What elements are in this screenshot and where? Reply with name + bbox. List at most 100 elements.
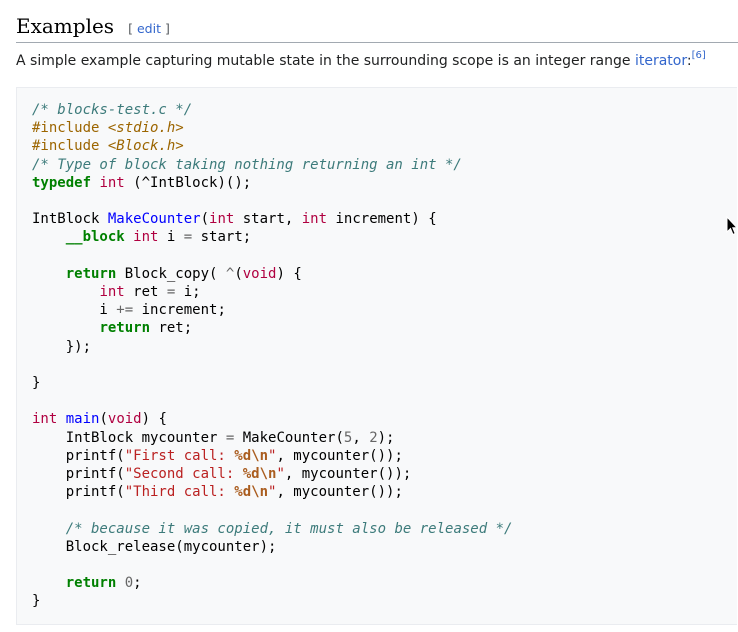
code-preprocessor: #include [32,120,108,137]
code-include-file: <stdio.h> [107,120,184,137]
code-text [57,411,65,427]
code-text: , mycounter()); [276,484,403,501]
code-type: int [133,229,159,246]
code-operator: = [183,229,193,246]
code-text: } [32,375,41,392]
code-text: ; [133,575,142,592]
code-line: #include <Block.h> [32,138,184,154]
code-listing: /* blocks-test.c */ #include <stdio.h> #… [32,101,512,611]
code-line: i += increment; [32,302,225,319]
code-text: (^IntBlock)(); [124,174,252,191]
code-type: void [242,265,277,282]
code-line: int main(void) { [32,411,167,427]
code-comment: /* because it was copied, it must also b… [65,520,513,537]
edit-link[interactable]: edit [136,21,161,36]
code-text [32,266,66,282]
code-line: printf("First call: %d\n", mycounter()); [32,448,403,464]
code-comment: /* blocks-test.c */ [32,102,193,118]
code-keyword: return [99,320,151,337]
intro-colon: : [686,53,692,69]
code-string: "First call: [124,447,235,464]
code-type: void [107,411,142,428]
code-operator: = [225,429,235,446]
code-type: int [99,284,125,301]
code-text: } [32,593,41,610]
code-keyword: return [65,265,117,282]
code-text: ( [200,211,210,228]
code-string: " [276,466,285,483]
code-include-file: <Block.h> [107,138,184,155]
intro-paragraph: A simple example capturing mutable state… [16,50,738,70]
code-operator: ^ [225,265,235,282]
citation: [6] [692,50,706,61]
code-text: i [32,302,117,319]
code-text [116,575,124,591]
code-operator: = [166,284,176,301]
code-line: /* Type of block taking nothing returnin… [32,157,462,173]
code-number: 5 [343,429,353,446]
code-text: Block_release(mycounter); [32,538,277,555]
code-text: i; [175,284,201,301]
code-function-name: main [65,411,100,428]
code-keyword: __block [65,229,125,246]
code-line: /* because it was copied, it must also b… [32,520,513,537]
code-text [32,320,99,336]
code-text [125,229,133,245]
code-text: printf( [32,447,125,464]
code-line: printf("Second call: %d\n", mycounter())… [32,466,412,483]
code-block: /* blocks-test.c */ #include <stdio.h> #… [16,87,737,625]
code-type: int [32,411,58,428]
iterator-link[interactable]: iterator [634,53,687,69]
code-text: ) { [141,411,167,428]
code-text: printf( [32,466,125,483]
section-heading: Examples [edit] [16,12,738,43]
code-escape: %d\n [234,447,269,464]
citation-link[interactable]: [6] [691,50,706,61]
code-text: ( [99,411,108,428]
edit-bracket-open: [ [128,21,133,36]
code-string: " [268,484,277,501]
code-line: __block int i = start; [32,229,252,246]
code-line: /* blocks-test.c */ [32,102,192,118]
code-text: i [158,229,184,246]
code-string: "Third call: [124,484,235,501]
code-line: int ret = i; [32,284,201,301]
code-text: ); [377,429,395,446]
code-keyword: return [65,575,117,592]
code-type: int [301,211,328,228]
code-text: ret; [150,320,193,337]
code-text [32,229,66,245]
code-text: ( [234,265,243,282]
code-line: }); [32,339,91,355]
code-line: return ret; [32,320,192,336]
section-title: Examples [16,14,115,38]
code-text: IntBlock mycounter [32,429,226,446]
code-text [32,575,66,591]
code-text: printf( [32,484,125,501]
code-type: int [99,174,125,191]
code-line: IntBlock MakeCounter(int start, int incr… [32,211,437,227]
code-text: ) { [276,265,302,282]
mouse-pointer-icon [726,216,738,236]
code-operator: += [116,302,134,319]
code-line: Block_release(mycounter); [32,538,277,555]
edit-bracket-close: ] [164,21,170,36]
code-line: } [32,375,40,391]
code-line: IntBlock mycounter = MakeCounter(5, 2); [32,429,395,446]
code-line: return 0; [32,575,142,591]
code-text: ret [124,284,167,301]
code-type: int [209,211,235,228]
code-line: printf("Third call: %d\n", mycounter()); [32,484,403,500]
intro-text: A simple example capturing mutable state… [16,53,635,69]
code-escape: %d\n [234,484,269,501]
code-text: Block_copy( [116,265,226,282]
code-string: " [268,447,277,464]
code-line: typedef int (^IntBlock)(); [32,175,251,191]
code-line: #include <stdio.h> [32,120,184,136]
code-text: , [352,429,370,446]
code-text: increment) { [327,211,437,228]
code-line: return Block_copy( ^(void) { [32,266,302,282]
code-text: }); [32,338,92,355]
code-text: , mycounter()); [276,447,403,464]
code-text [32,521,66,537]
